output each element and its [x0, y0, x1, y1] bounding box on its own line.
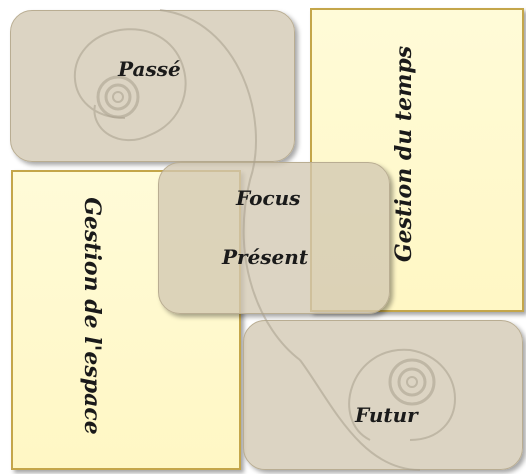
futur-label: Futur — [355, 403, 418, 427]
futur-box — [243, 320, 523, 470]
present-label: Présent — [222, 245, 309, 269]
gestion-espace-label: Gestion de l'espace — [79, 197, 105, 435]
focus-box — [158, 162, 390, 314]
passe-box — [10, 10, 295, 162]
passe-label: Passé — [118, 57, 181, 81]
focus-label: Focus — [236, 186, 301, 210]
gestion-temps-label: Gestion du temps — [391, 45, 417, 263]
